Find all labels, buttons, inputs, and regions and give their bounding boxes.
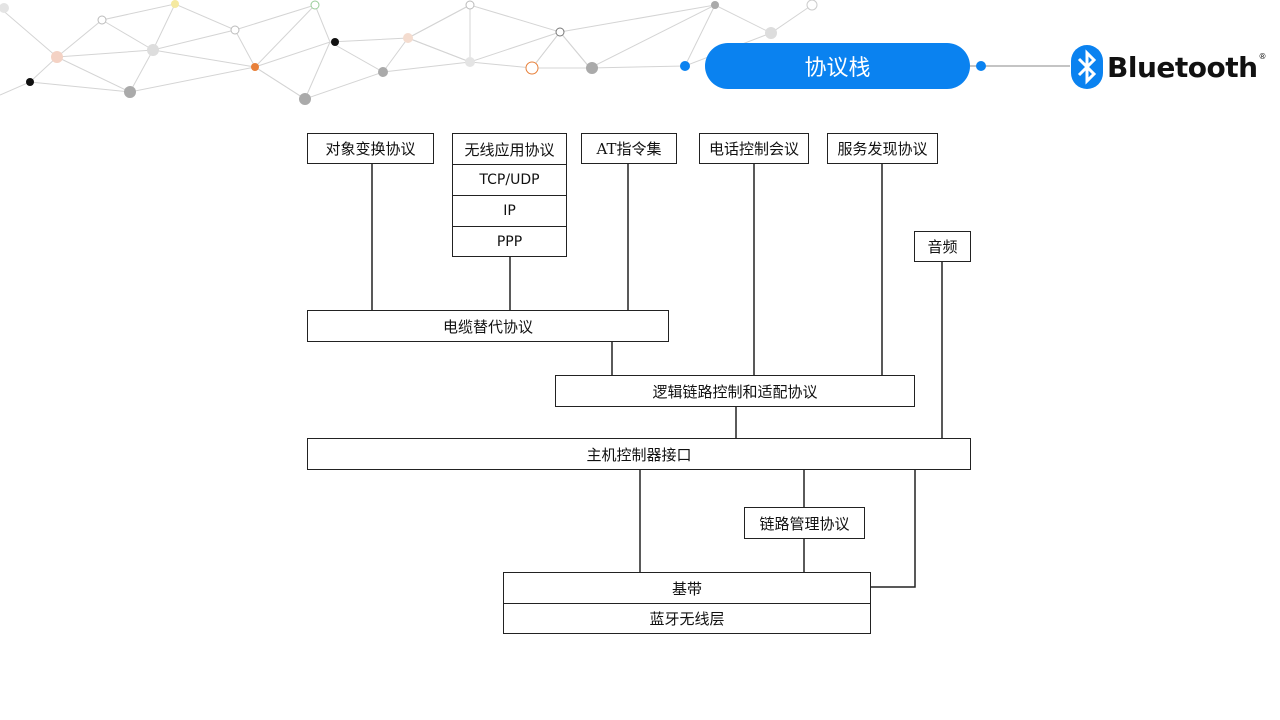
page-title: 协议栈 (705, 43, 970, 89)
sdp-box: 服务发现协议 (827, 133, 938, 164)
ip-box: IP (452, 195, 567, 227)
bluetooth-logo: Bluetooth ® (1071, 44, 1267, 90)
bluetooth-icon (1071, 45, 1103, 89)
obex-box: 对象变换协议 (307, 133, 434, 164)
tcs-box: 电话控制会议 (699, 133, 809, 164)
bluetooth-radio-box: 蓝牙无线层 (503, 603, 871, 634)
registered-mark: ® (1258, 52, 1267, 61)
wap-box: 无线应用协议 (452, 133, 567, 165)
bluetooth-wordmark: Bluetooth (1107, 50, 1258, 84)
network-decoration (0, 0, 818, 105)
lmp-box: 链路管理协议 (744, 507, 865, 539)
ppp-box: PPP (452, 226, 567, 257)
l2cap-box: 逻辑链路控制和适配协议 (555, 375, 915, 407)
baseband-box: 基带 (503, 572, 871, 604)
tcp-udp-box: TCP/UDP (452, 164, 567, 196)
hci-box: 主机控制器接口 (307, 438, 971, 470)
at-commands-box: AT指令集 (581, 133, 677, 164)
rfcomm-box: 电缆替代协议 (307, 310, 669, 342)
audio-box: 音频 (914, 231, 971, 262)
